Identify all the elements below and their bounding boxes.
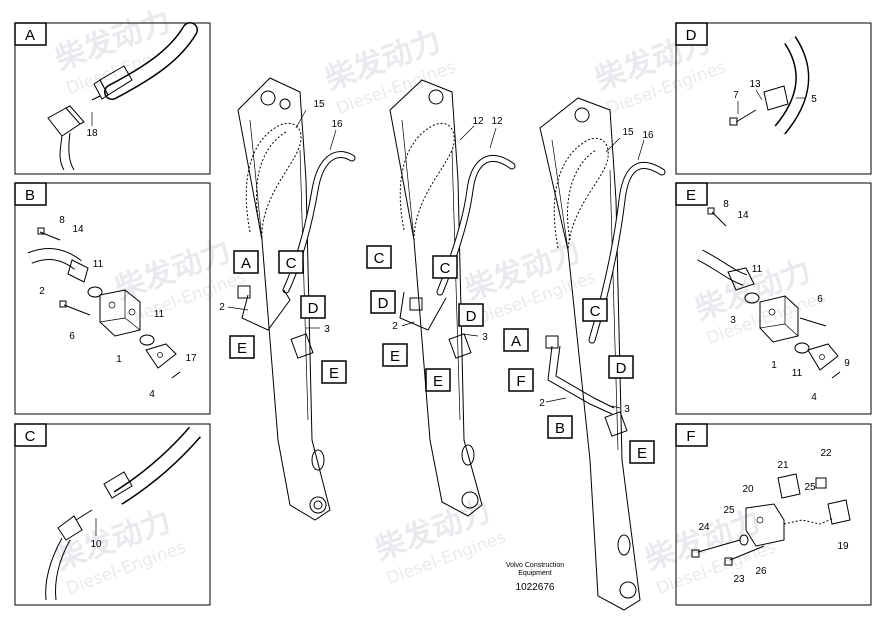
callout: 11 [792, 368, 803, 379]
callout: 11 [752, 264, 763, 275]
svg-text:A: A [511, 333, 521, 350]
svg-text:F: F [516, 373, 525, 390]
footer: Volvo Construction Equipment 1022676 [506, 562, 564, 593]
callout: 4 [811, 392, 817, 403]
callout: 18 [86, 128, 98, 139]
marker: E [425, 368, 451, 392]
svg-text:D: D [308, 300, 319, 317]
detail-panel-b: B 8 14 2 11 6 1 11 17 4 [14, 182, 211, 415]
marker: D [370, 290, 396, 314]
svg-text:E: E [433, 373, 443, 390]
svg-text:C: C [374, 250, 385, 267]
callout: 2 [39, 286, 45, 297]
marker: C [366, 245, 392, 269]
callout: 15 [622, 127, 634, 138]
callout: 1 [771, 360, 777, 371]
marker: E [629, 440, 655, 464]
detail-panel-d: D 7 13 5 [675, 22, 872, 175]
marker: C [432, 255, 458, 279]
callout: 13 [749, 79, 761, 90]
marker: D [300, 295, 326, 319]
marker: B [547, 415, 573, 439]
svg-text:E: E [390, 348, 400, 365]
company-name-line2: Equipment [518, 570, 552, 577]
callout: 14 [72, 224, 84, 235]
marker: A [503, 328, 529, 352]
callout: 3 [324, 324, 330, 335]
svg-text:C: C [590, 303, 601, 320]
detail-panel-a: A 18 [14, 22, 211, 175]
callout: 8 [59, 215, 65, 226]
svg-text:C: C [440, 260, 451, 277]
panel-letter: F [686, 428, 695, 445]
callout: 21 [777, 460, 789, 471]
callout: 10 [90, 539, 102, 550]
callout: 2 [392, 321, 398, 332]
callout: 1 [116, 354, 122, 365]
marker: D [608, 355, 634, 379]
svg-text:A: A [241, 255, 251, 272]
callout: 3 [730, 315, 736, 326]
marker: D [458, 303, 484, 327]
callout: 16 [331, 119, 343, 130]
callout: 8 [723, 199, 729, 210]
svg-text:E: E [237, 340, 247, 357]
boom-diagram-3: 15 16 2 3 A C F D B E [503, 97, 666, 611]
callout: 2 [219, 302, 225, 313]
marker: C [582, 298, 608, 322]
callout: 6 [69, 331, 75, 342]
callout: 15 [313, 99, 325, 110]
company-name-line1: Volvo Construction [506, 562, 564, 569]
svg-text:D: D [378, 295, 389, 312]
callout: 26 [755, 566, 767, 577]
panel-letter: A [25, 27, 35, 44]
callout: 5 [811, 94, 817, 105]
callout: 22 [820, 448, 832, 459]
callout: 20 [742, 484, 754, 495]
callout: 17 [185, 353, 197, 364]
callout: 9 [844, 358, 850, 369]
callout: 4 [149, 389, 155, 400]
detail-panel-c: C 10 [14, 423, 211, 606]
callout: 12 [491, 116, 503, 127]
boom-diagram-1: 15 16 2 3 A C D E E [219, 77, 356, 521]
callout: 7 [733, 90, 739, 101]
callout: 2 [539, 398, 545, 409]
callout: 14 [737, 210, 749, 221]
callout: 24 [698, 522, 710, 533]
marker: F [508, 368, 534, 392]
marker: A [233, 250, 259, 274]
marker: E [382, 343, 408, 367]
callout: 25 [723, 505, 735, 516]
callout: 19 [837, 541, 849, 552]
marker: E [229, 335, 255, 359]
callout: 23 [733, 574, 745, 585]
drawing-number: 1022676 [516, 582, 555, 593]
svg-text:B: B [555, 420, 565, 437]
callout: 25 [804, 482, 816, 493]
detail-panel-e: E 8 14 11 6 3 1 11 9 4 [675, 182, 872, 415]
callout: 11 [154, 309, 165, 320]
callout: 3 [482, 332, 488, 343]
panel-letter: C [25, 428, 36, 445]
svg-text:E: E [637, 445, 647, 462]
svg-text:D: D [466, 308, 477, 325]
panel-letter: B [25, 187, 35, 204]
panel-letter: E [686, 187, 696, 204]
boom-diagram-2: 12 12 2 3 C C D D E E [366, 79, 516, 517]
svg-text:C: C [286, 255, 297, 272]
svg-text:D: D [616, 360, 627, 377]
callout: 3 [624, 404, 630, 415]
panel-letter: D [686, 27, 697, 44]
detail-panel-f: F 21 22 20 25 25 24 23 26 19 [675, 423, 872, 606]
marker: E [321, 360, 347, 384]
marker: C [278, 250, 304, 274]
callout: 6 [817, 294, 823, 305]
svg-text:E: E [329, 365, 339, 382]
callout: 11 [93, 259, 104, 270]
callout: 16 [642, 130, 654, 141]
callout: 12 [472, 116, 484, 127]
